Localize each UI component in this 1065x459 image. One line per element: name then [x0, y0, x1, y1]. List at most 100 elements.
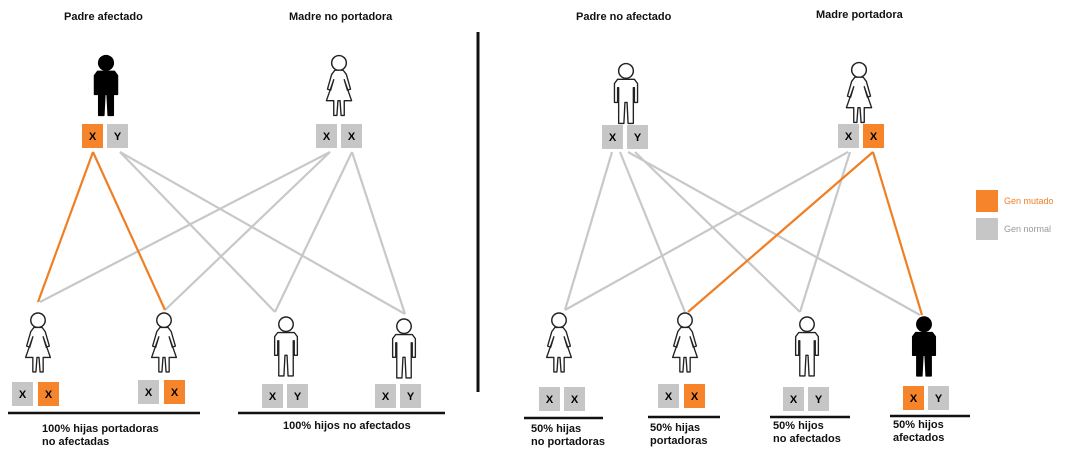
gene-label: X	[870, 131, 878, 143]
gene-box-normal	[602, 125, 623, 149]
gene-label: X	[19, 389, 27, 401]
left-orange-lines	[36, 151, 167, 311]
gene-label: X	[45, 389, 53, 401]
caption-line: no afectados	[773, 433, 841, 445]
gene-label: Y	[634, 132, 642, 144]
right-child-3-genes: X Y	[783, 387, 829, 411]
right-father-genes: X Y	[602, 125, 648, 149]
gene-box-normal	[341, 124, 362, 148]
right-child-1-icon	[545, 312, 573, 373]
gene-label: X	[609, 132, 617, 144]
gene-box-normal	[375, 384, 396, 408]
gene-box-normal	[808, 387, 829, 411]
gene-label: X	[348, 131, 356, 143]
left-child-3-icon	[273, 316, 299, 377]
right-child-3-icon	[794, 316, 820, 377]
legend-normal-label: Gen normal	[1004, 224, 1052, 234]
gene-box-normal	[627, 125, 648, 149]
gene-box-normal	[400, 384, 421, 408]
left-father-genes: X Y	[82, 124, 128, 148]
gene-box-mutated	[164, 380, 185, 404]
left-mother-genes: X X	[316, 124, 362, 148]
gene-label: Y	[294, 391, 302, 403]
left-child-1-icon	[24, 312, 52, 373]
father-affected-icon	[93, 54, 119, 117]
mother-carrier-icon	[845, 61, 873, 124]
left-child-2-icon	[150, 312, 178, 373]
right-mother-genes: X X	[838, 124, 884, 148]
left-child-1-genes: X X	[12, 382, 59, 406]
left-father-label: Padre afectado	[64, 11, 143, 23]
caption-line: 50% hijos	[893, 419, 944, 431]
legend-mutated-swatch	[976, 190, 998, 212]
gene-label: Y	[114, 131, 122, 143]
gene-box-mutated	[684, 384, 705, 408]
gene-label: Y	[815, 394, 823, 406]
gene-label: X	[910, 393, 918, 405]
legend-normal-swatch	[976, 218, 998, 240]
left-child-3-genes: X Y	[262, 384, 308, 408]
gene-label: X	[323, 131, 331, 143]
gene-box-mutated	[38, 382, 59, 406]
gene-box-normal	[658, 384, 679, 408]
gene-box-mutated	[863, 124, 884, 148]
gene-label: X	[665, 391, 673, 403]
gene-label: Y	[407, 391, 415, 403]
gene-box-normal	[262, 384, 283, 408]
daughters-caption-line2: no afectadas	[42, 436, 110, 448]
left-mother-label: Madre no portadora	[289, 11, 393, 23]
caption-line: 50% hijos	[773, 420, 824, 432]
legend-mutated-label: Gen mutado	[1004, 196, 1054, 206]
right-child-2-genes: X X	[658, 384, 705, 408]
caption-line: 50% hijas	[650, 422, 701, 434]
caption-underlines	[8, 411, 970, 420]
gene-label: X	[691, 391, 699, 403]
sons-caption: 100% hijos no afectados	[283, 420, 411, 432]
gene-box-normal	[564, 387, 585, 411]
left-child-2-genes: X X	[138, 380, 185, 404]
daughters-caption: 100% hijas portadoras no afectadas	[42, 423, 159, 449]
gene-box-mutated	[82, 124, 103, 148]
gene-label: X	[845, 131, 853, 143]
caption-line: no portadoras	[531, 436, 605, 448]
caption-line: 50% hijas	[531, 423, 582, 435]
gene-box-normal	[783, 387, 804, 411]
gene-box-normal	[12, 382, 33, 406]
father-unaffected-icon	[613, 62, 639, 125]
gene-label: X	[89, 131, 97, 143]
gene-box-normal	[928, 386, 949, 410]
right-caption-2: 50% hijas portadoras	[650, 422, 707, 448]
gene-box-mutated	[903, 386, 924, 410]
daughters-caption-line1: 100% hijas portadoras	[42, 423, 159, 435]
gene-label: X	[269, 391, 277, 403]
right-caption-3: 50% hijos no afectados	[773, 420, 841, 446]
gene-box-normal	[287, 384, 308, 408]
caption-line: portadoras	[650, 435, 708, 447]
gene-label: X	[546, 394, 554, 406]
right-caption-1: 50% hijas no portadoras	[531, 423, 605, 449]
gene-label: X	[171, 387, 179, 399]
caption-line: afectados	[893, 432, 945, 444]
gene-box-normal	[539, 387, 560, 411]
gene-label: X	[790, 394, 798, 406]
right-father-label: Padre no afectado	[576, 11, 672, 23]
right-caption-4: 50% hijos afectados	[893, 419, 944, 445]
right-child-2-icon	[671, 312, 699, 373]
gene-box-normal	[138, 380, 159, 404]
gene-label: Y	[935, 393, 943, 405]
gene-label: X	[145, 387, 153, 399]
gene-box-normal	[838, 124, 859, 148]
gene-box-normal	[316, 124, 337, 148]
mother-noncarrier-icon	[325, 54, 353, 117]
left-child-4-genes: X Y	[375, 384, 421, 408]
right-orange-lines	[687, 151, 924, 316]
right-gray-lines	[563, 151, 921, 316]
right-child-4-icon	[911, 316, 937, 377]
right-child-4-genes: X Y	[903, 386, 949, 410]
gene-label: X	[382, 391, 390, 403]
right-mother-label: Madre portadora	[816, 9, 903, 21]
left-child-4-icon	[391, 318, 417, 379]
gene-box-normal	[107, 124, 128, 148]
